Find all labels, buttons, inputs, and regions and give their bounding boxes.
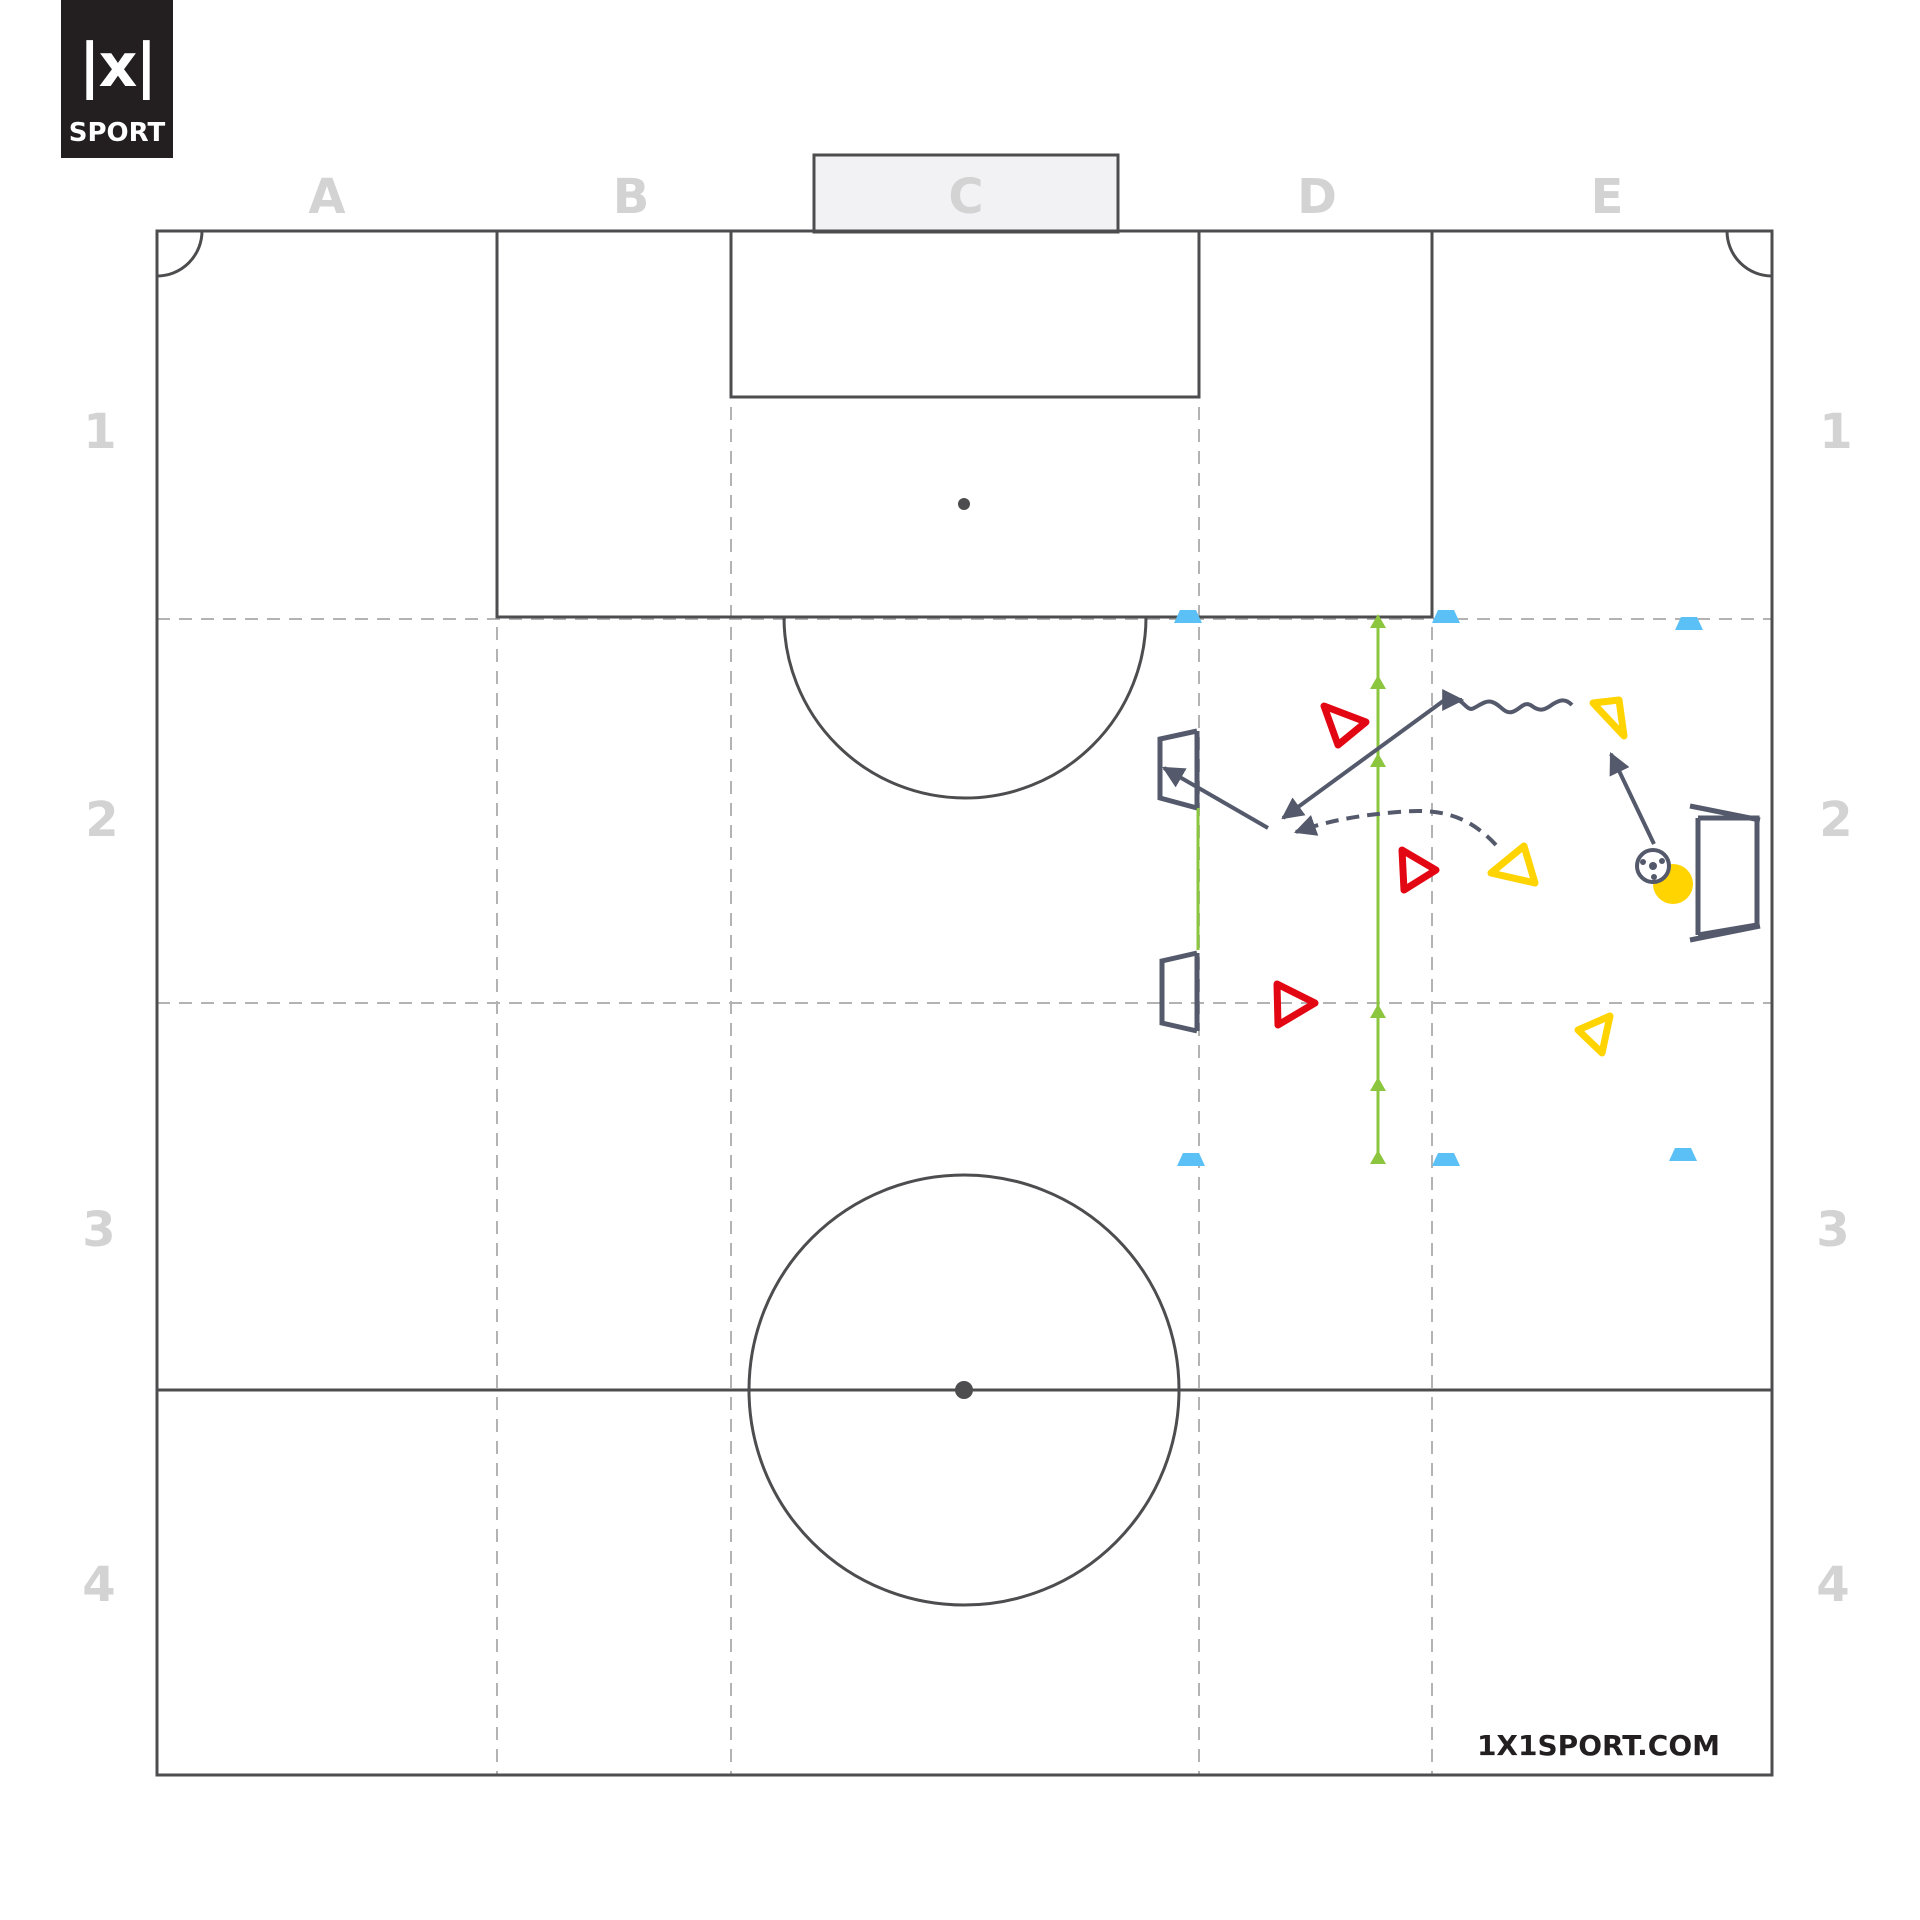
goal-box bbox=[812, 153, 1120, 234]
red-players bbox=[1273, 702, 1440, 1029]
zone-cone-5 bbox=[1370, 1077, 1386, 1091]
center-spot bbox=[955, 1381, 973, 1399]
yellow-player-icon bbox=[1589, 696, 1628, 740]
cone-icon bbox=[1177, 1153, 1205, 1166]
zone-cone-4 bbox=[1370, 1004, 1386, 1018]
cone-icon bbox=[1432, 1153, 1460, 1166]
row-label-1-left: 1 bbox=[83, 404, 116, 460]
yellow-player-icon bbox=[1574, 1012, 1614, 1057]
penalty-area bbox=[495, 229, 1434, 619]
row-label-4-left: 4 bbox=[82, 1557, 115, 1613]
cone-icon bbox=[1675, 617, 1703, 630]
mini-goal-icon bbox=[1157, 728, 1200, 811]
mini-goal-icon bbox=[1159, 950, 1200, 1034]
corner-arc-left bbox=[156, 230, 204, 278]
zone-cone-3 bbox=[1370, 753, 1386, 767]
six-yard-box bbox=[729, 229, 1201, 399]
large-goal-top bbox=[1689, 803, 1761, 823]
center-circle bbox=[747, 1173, 1181, 1607]
column-label-e: E bbox=[1591, 169, 1624, 225]
mini-goal-icon bbox=[1689, 803, 1761, 943]
large-goal-bottom bbox=[1689, 923, 1761, 943]
ball-patch-left bbox=[1640, 859, 1646, 865]
red-player-icon bbox=[1273, 980, 1319, 1029]
row-label-2-right: 2 bbox=[1819, 792, 1852, 848]
column-label-a: A bbox=[308, 169, 345, 225]
cone-icon bbox=[1174, 610, 1202, 623]
large-goal-back bbox=[1697, 815, 1760, 938]
zone-cone-6 bbox=[1370, 1150, 1386, 1164]
blue-cones bbox=[1174, 610, 1703, 1166]
column-label-d: D bbox=[1297, 169, 1337, 225]
logo-mark: |x| bbox=[78, 31, 158, 101]
run-arrow-dashed bbox=[1293, 808, 1498, 847]
movement-arrows bbox=[1162, 689, 1656, 847]
column-label-c: C bbox=[948, 169, 983, 225]
cone-icon bbox=[1432, 610, 1460, 623]
brand-logo: |x| SPORT bbox=[61, 0, 173, 158]
row-label-3-left: 3 bbox=[82, 1202, 115, 1258]
red-player-icon bbox=[1320, 702, 1370, 749]
row-label-2-left: 2 bbox=[85, 792, 118, 848]
penalty-arc bbox=[782, 616, 1148, 800]
row-label-4-right: 4 bbox=[1816, 1557, 1849, 1613]
dribble-arrow bbox=[1442, 689, 1574, 715]
ball-patch-right bbox=[1659, 858, 1665, 864]
mini-goal-lower-frame bbox=[1159, 950, 1198, 1034]
pass-arrow-diagonal bbox=[1281, 697, 1448, 820]
ball-patch-center bbox=[1649, 862, 1657, 870]
yellow-player-icon bbox=[1487, 842, 1539, 887]
row-label-1-right: 1 bbox=[1819, 404, 1852, 460]
penalty-spot bbox=[958, 498, 970, 510]
zone-cone-1 bbox=[1370, 614, 1386, 628]
mini-goal-upper-frame bbox=[1157, 728, 1198, 811]
red-player-icon bbox=[1398, 846, 1440, 894]
pass-arrow-to-dribbler bbox=[1609, 752, 1656, 845]
column-label-b: B bbox=[613, 169, 650, 225]
zone-cone-2 bbox=[1370, 675, 1386, 689]
website-label: 1X1SPORT.COM bbox=[1477, 1729, 1720, 1762]
shot-arrow-to-mini-goal bbox=[1162, 766, 1269, 830]
corner-arc-right bbox=[1725, 230, 1773, 278]
cone-icon bbox=[1669, 1148, 1697, 1161]
yellow-players bbox=[1487, 696, 1628, 1057]
row-label-3-right: 3 bbox=[1816, 1202, 1849, 1258]
grid-lines bbox=[157, 231, 1772, 1775]
ball-patch-bottom bbox=[1651, 874, 1657, 880]
logo-wordmark: SPORT bbox=[68, 118, 166, 148]
green-zone-line bbox=[1370, 614, 1386, 1164]
ball-icon bbox=[1635, 848, 1671, 884]
